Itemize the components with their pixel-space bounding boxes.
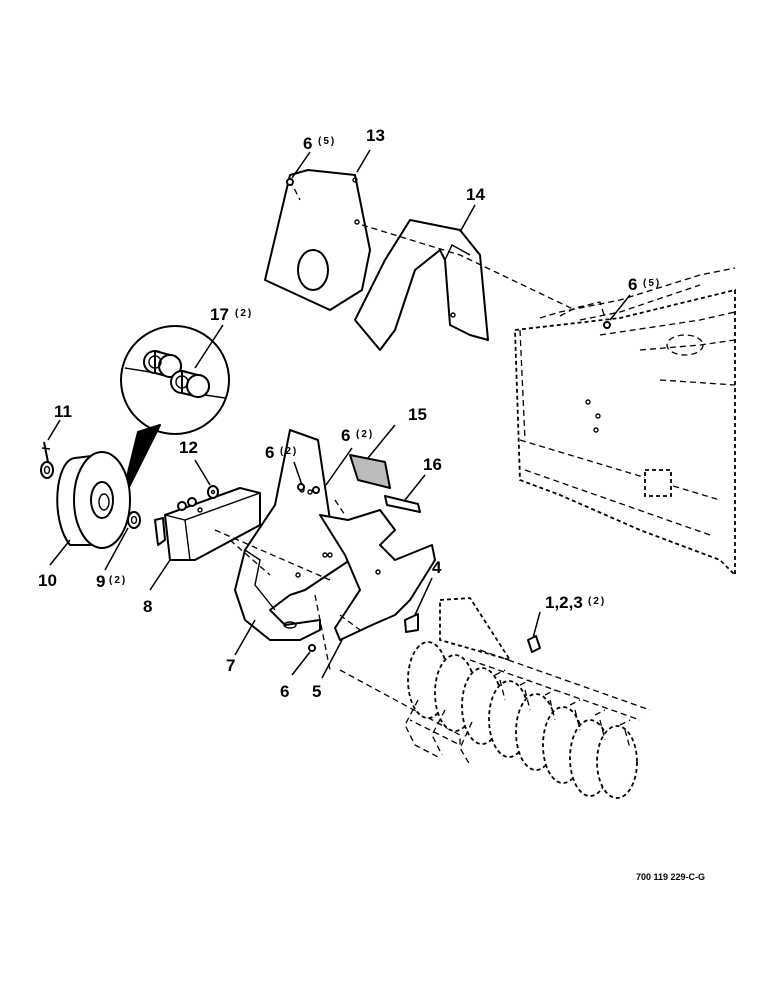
part-12-washer bbox=[207, 485, 219, 499]
svg-text:(2): (2) bbox=[109, 575, 127, 586]
callout-1-2-3: 1,2,3 (2) bbox=[545, 593, 606, 612]
part-16-clip bbox=[384, 495, 421, 513]
alignment-line bbox=[361, 224, 576, 311]
callout-12: 12 bbox=[179, 438, 198, 457]
nuts bbox=[177, 497, 197, 511]
svg-text:6: 6 bbox=[303, 134, 312, 153]
svg-text:6: 6 bbox=[341, 426, 350, 445]
callout-10: 10 bbox=[38, 571, 57, 590]
callout-8: 8 bbox=[143, 597, 152, 616]
callout-4: 4 bbox=[432, 558, 442, 577]
svg-text:6: 6 bbox=[628, 275, 637, 294]
part-13-shield-plate bbox=[264, 169, 371, 311]
callout-6-mid-a: 6 (2) bbox=[341, 426, 374, 445]
svg-text:13: 13 bbox=[366, 126, 385, 145]
part-4-plate bbox=[404, 613, 419, 633]
part-8-axle-bar bbox=[154, 487, 261, 561]
part-10-wheel bbox=[40, 451, 131, 549]
callout-6-top: 6 (5) bbox=[303, 134, 336, 153]
svg-text:7: 7 bbox=[226, 656, 235, 675]
svg-text:6: 6 bbox=[280, 682, 289, 701]
svg-text:(2): (2) bbox=[588, 596, 606, 607]
svg-text:1,2,3: 1,2,3 bbox=[545, 593, 583, 612]
svg-text:10: 10 bbox=[38, 571, 57, 590]
svg-text:6: 6 bbox=[265, 443, 274, 462]
svg-text:9: 9 bbox=[96, 572, 105, 591]
bushing-inset bbox=[119, 325, 230, 506]
callout-9: 9 (2) bbox=[96, 572, 127, 591]
svg-text:16: 16 bbox=[423, 455, 442, 474]
svg-text:12: 12 bbox=[179, 438, 198, 457]
rotor-assembly bbox=[339, 597, 651, 799]
main-frame bbox=[514, 267, 736, 578]
leader-lines bbox=[47, 149, 631, 679]
callout-6-bottom: 6 bbox=[280, 682, 289, 701]
bolt-hardware bbox=[286, 178, 611, 652]
part-14-bracket bbox=[354, 219, 489, 351]
drawing-code: 700 119 229-C-G bbox=[636, 872, 705, 882]
part-1-2-3-bolt bbox=[527, 635, 541, 653]
part-17-bushing-b bbox=[170, 370, 210, 398]
callout-16: 16 bbox=[423, 455, 442, 474]
part-9-washer bbox=[127, 511, 141, 529]
part-11-pin bbox=[41, 441, 51, 463]
svg-text:8: 8 bbox=[143, 597, 152, 616]
svg-text:15: 15 bbox=[408, 405, 427, 424]
svg-text:17: 17 bbox=[210, 305, 229, 324]
alignment-line bbox=[334, 499, 361, 631]
svg-text:(5): (5) bbox=[643, 278, 661, 289]
svg-text:(2): (2) bbox=[235, 308, 253, 319]
svg-text:(2): (2) bbox=[280, 446, 298, 457]
callout-6-right: 6 (5) bbox=[628, 275, 661, 294]
callout-14: 14 bbox=[466, 185, 485, 204]
callout-17: 17 (2) bbox=[210, 305, 253, 324]
part-5-side-plate bbox=[319, 509, 436, 641]
callout-5: 5 bbox=[312, 682, 321, 701]
callout-7: 7 bbox=[226, 656, 235, 675]
svg-text:4: 4 bbox=[432, 558, 442, 577]
callout-11: 11 bbox=[54, 402, 72, 421]
callout-6-mid-b: 6 (2) bbox=[265, 443, 298, 462]
alignment-line bbox=[214, 529, 331, 671]
svg-text:(2): (2) bbox=[356, 429, 374, 440]
part-15-pad bbox=[349, 454, 391, 489]
svg-text:14: 14 bbox=[466, 185, 485, 204]
callout-15: 15 bbox=[408, 405, 427, 424]
svg-text:5: 5 bbox=[312, 682, 321, 701]
callout-13: 13 bbox=[366, 126, 385, 145]
svg-text:(5): (5) bbox=[318, 136, 336, 147]
part-17-bushing-a bbox=[143, 350, 182, 378]
svg-text:11: 11 bbox=[54, 402, 72, 421]
